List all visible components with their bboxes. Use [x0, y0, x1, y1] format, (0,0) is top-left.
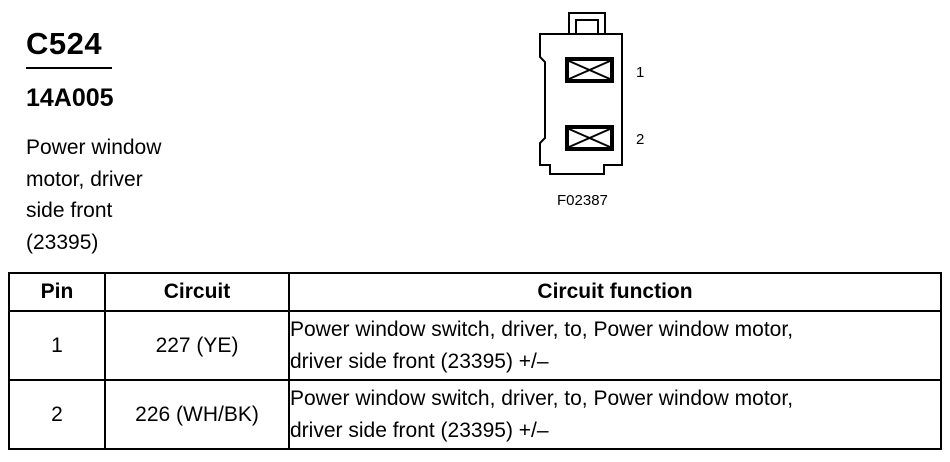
circuit-function-line: driver side front (23395) +/–: [290, 418, 549, 442]
part-number: 14A005: [26, 84, 114, 112]
connector-lock-tab: [568, 12, 606, 34]
table-header-row: Pin Circuit Circuit function: [8, 272, 942, 312]
pin-label-1: 1: [636, 64, 645, 81]
circuit-function-line: Power window switch, driver, to, Power w…: [290, 386, 794, 410]
table-row: 1 227 (YE) Power window switch, driver, …: [8, 310, 942, 381]
circuit-function-line: Power window switch, driver, to, Power w…: [290, 317, 794, 341]
figure-id: F02387: [557, 192, 608, 209]
pin-cell: 1: [8, 310, 106, 381]
table-row: 2 226 (WH/BK) Power window switch, drive…: [8, 379, 942, 450]
connector-housing-outline: [539, 33, 623, 175]
column-header-circuit-function: Circuit function: [288, 272, 942, 312]
column-header-circuit: Circuit: [104, 272, 290, 312]
pin-table: Pin Circuit Circuit function 1 227 (YE) …: [8, 272, 942, 450]
connector-id: C524: [26, 26, 103, 61]
pin-label-2: 2: [636, 131, 645, 148]
description-line: Power window: [26, 136, 162, 159]
column-header-pin: Pin: [8, 272, 106, 312]
circuit-cell: 227 (YE): [104, 310, 290, 381]
circuit-cell: 226 (WH/BK): [104, 379, 290, 450]
circuit-function-cell: Power window switch, driver, to, Power w…: [288, 379, 942, 450]
connector-lock-tab-inner: [575, 19, 599, 34]
description-line: side front: [26, 199, 113, 222]
description-line: (23395): [26, 230, 99, 254]
title-underline: [26, 67, 112, 69]
two-pin-connector-face-icon: [539, 12, 623, 175]
pin-cavity-2: [565, 125, 614, 151]
description-line: motor, driver: [26, 167, 143, 191]
pin-cell: 2: [8, 379, 106, 450]
connector-description: Power window motor, driver side front (2…: [26, 132, 246, 258]
pin-cavity-1: [565, 57, 614, 83]
circuit-function-line: driver side front (23395) +/–: [290, 349, 549, 373]
circuit-function-cell: Power window switch, driver, to, Power w…: [288, 310, 942, 381]
